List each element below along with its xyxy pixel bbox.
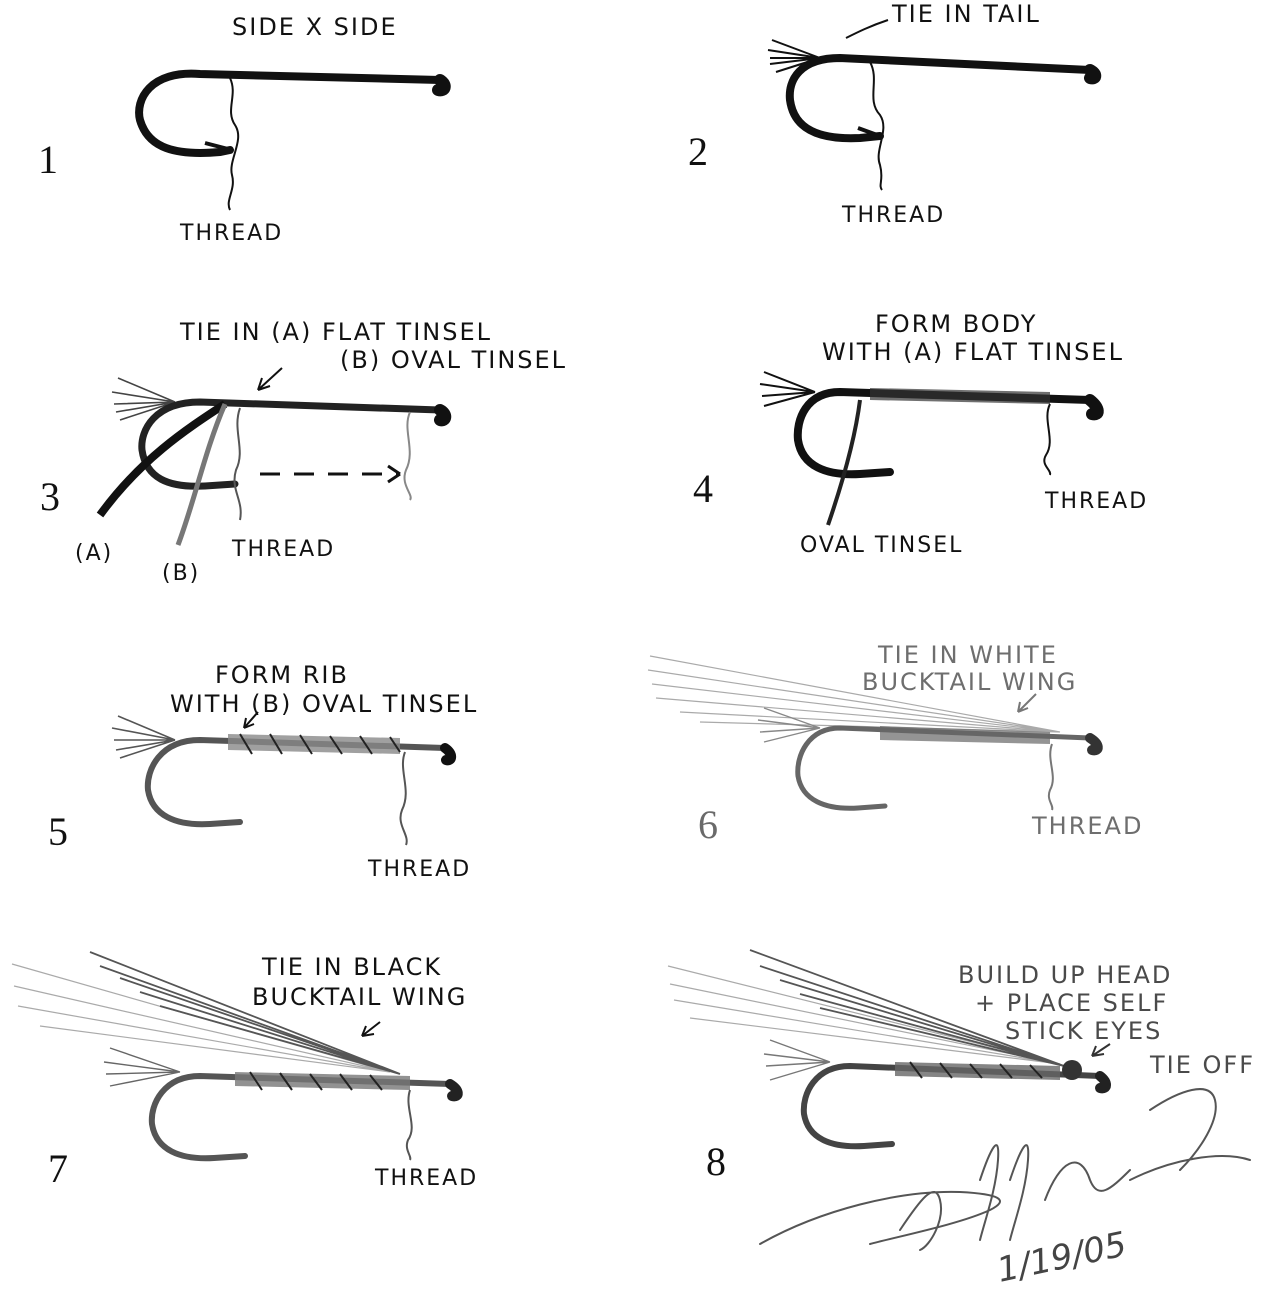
step-1-hook: [139, 74, 445, 153]
step-1-top-label: SIDE X SIDE: [232, 13, 398, 41]
step-2-hook: [790, 58, 1095, 138]
step-2: 2 TIE IN TAIL THREAD: [688, 0, 1095, 228]
step-6-arrow: [1018, 694, 1036, 712]
step-6-hook: [798, 726, 1098, 808]
step-3-tail: [112, 378, 175, 420]
step-7-top-label-line2: BUCKTAIL WING: [252, 983, 467, 1011]
step-7-hook: [152, 1072, 458, 1158]
step-7-number: 7: [48, 1146, 68, 1191]
step-2-thread: [870, 62, 883, 190]
signature: 1/19/05: [760, 1089, 1250, 1291]
step-2-arrow: [846, 20, 888, 38]
step-4-thread: [1044, 404, 1050, 475]
step-6: 6 TIE IN WHITE BUCKTAIL WING THREAD: [648, 641, 1143, 847]
step-4: 4 FORM BODY WITH (A) FLAT TINSEL THREAD …: [693, 310, 1148, 558]
step-1: 1 SIDE X SIDE THREAD: [38, 13, 445, 246]
step-8-tie-off-label: TIE OFF: [1149, 1051, 1255, 1079]
step-8: 8 BUILD UP HEAD + PLACE SELF STICK EYES …: [668, 950, 1255, 1184]
step-8-top-label-line3: STICK EYES: [1005, 1017, 1162, 1045]
step-3-thread-destination: [404, 412, 410, 500]
step-5-number: 5: [48, 809, 68, 854]
step-7-thread: [407, 1090, 412, 1160]
step-5-top-label-line2: WITH (B) OVAL TINSEL: [170, 690, 478, 718]
step-5-rib: [228, 734, 400, 754]
step-6-thread-label: THREAD: [1031, 812, 1143, 840]
step-5: 5 FORM RIB WITH (B) OVAL TINSEL THREAD: [48, 661, 478, 882]
step-7-tail: [104, 1048, 180, 1086]
step-8-hook: [804, 1062, 1106, 1146]
step-3-oval-tinsel: [178, 404, 225, 545]
step-4-oval-label: OVAL TINSEL: [800, 533, 963, 558]
step-4-body: [870, 388, 1050, 404]
step-7-arrow: [362, 1022, 380, 1036]
step-4-hook: [798, 392, 1098, 474]
step-2-top-label: TIE IN TAIL: [891, 0, 1041, 28]
step-5-top-label-line1: FORM RIB: [215, 661, 349, 689]
step-2-thread-label: THREAD: [841, 203, 945, 228]
step-3-number: 3: [40, 474, 60, 519]
step-6-number: 6: [698, 802, 718, 847]
step-3-top-label-line2: (B) OVAL TINSEL: [340, 346, 567, 374]
step-4-number: 4: [693, 466, 713, 511]
step-2-tail: [768, 40, 820, 72]
step-7-thread-label: THREAD: [374, 1166, 478, 1191]
step-1-thread: [229, 78, 239, 210]
step-3-top-label-line1: TIE IN (A) FLAT TINSEL: [179, 318, 492, 346]
step-2-number: 2: [688, 129, 708, 174]
step-6-top-label-line2: BUCKTAIL WING: [862, 668, 1077, 696]
step-7: 7 TIE IN BLACK BUCKTAIL WING THREAD: [12, 952, 478, 1191]
step-3-arrowhead: [388, 466, 400, 482]
step-3-label-b: (B): [162, 561, 200, 586]
step-4-top-label-line2: WITH (A) FLAT TINSEL: [822, 338, 1124, 366]
step-5-thread: [400, 752, 406, 845]
step-1-thread-label: THREAD: [179, 221, 283, 246]
step-8-top-label-line2: + PLACE SELF: [975, 989, 1168, 1017]
step-5-thread-label: THREAD: [367, 857, 471, 882]
step-4-top-label-line1: FORM BODY: [875, 310, 1037, 338]
step-4-oval-tinsel: [828, 400, 860, 525]
step-3-thread-label: THREAD: [231, 537, 335, 562]
step-3: 3 TIE IN (A) FLAT TINSEL (B) OVAL TINSEL…: [40, 318, 567, 586]
step-4-thread-label: THREAD: [1044, 489, 1148, 514]
step-3-thread: [234, 408, 240, 520]
step-1-number: 1: [38, 137, 58, 182]
step-8-arrow: [1092, 1044, 1110, 1056]
step-6-top-label-line1: TIE IN WHITE: [877, 641, 1058, 669]
step-8-number: 8: [706, 1139, 726, 1184]
signature-date: 1/19/05: [994, 1224, 1131, 1290]
step-8-head-eye: [1062, 1060, 1082, 1080]
step-3-arrow: [258, 368, 282, 390]
step-3-label-a: (A): [75, 541, 113, 566]
step-6-thread: [1049, 744, 1053, 810]
step-7-top-label-line1: TIE IN BLACK: [261, 953, 442, 981]
step-8-top-label-line1: BUILD UP HEAD: [958, 961, 1172, 989]
